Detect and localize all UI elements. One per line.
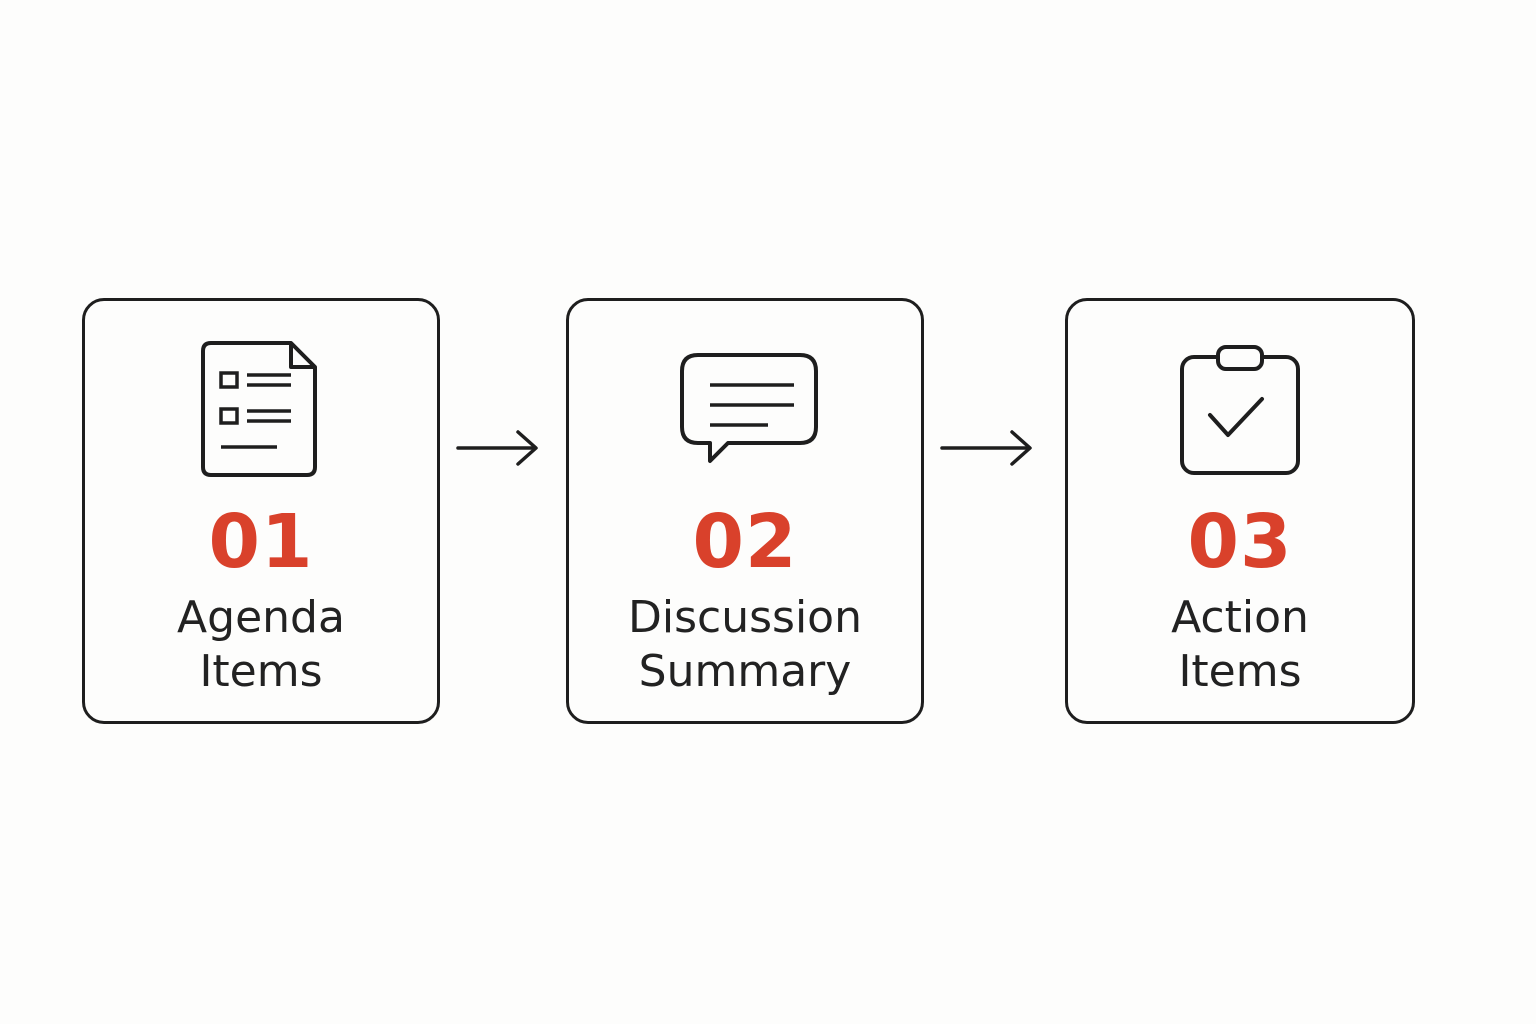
step-card-action-items: 03 Action Items — [1065, 298, 1415, 724]
step-label-line: Discussion — [628, 592, 862, 643]
step-label-line: Items — [199, 646, 323, 697]
step-label-line: Action — [1171, 592, 1309, 643]
step-label: Action Items — [1068, 591, 1412, 699]
step-card-discussion-summary: 02 Discussion Summary — [566, 298, 924, 724]
arrow-right-icon — [456, 430, 538, 466]
step-number: 02 — [692, 499, 798, 585]
arrow-right-icon — [940, 430, 1032, 466]
document-list-icon — [201, 341, 317, 477]
step-label-line: Agenda — [177, 592, 345, 643]
step-number: 03 — [1187, 499, 1293, 585]
step-number: 01 — [208, 499, 314, 585]
clipboard-check-icon — [1180, 345, 1300, 475]
speech-bubble-icon — [680, 353, 818, 463]
step-label: Agenda Items — [85, 591, 437, 699]
step-label-line: Items — [1178, 646, 1302, 697]
step-label-line: Summary — [638, 646, 852, 697]
step-card-agenda-items: 01 Agenda Items — [82, 298, 440, 724]
step-label: Discussion Summary — [569, 591, 921, 699]
